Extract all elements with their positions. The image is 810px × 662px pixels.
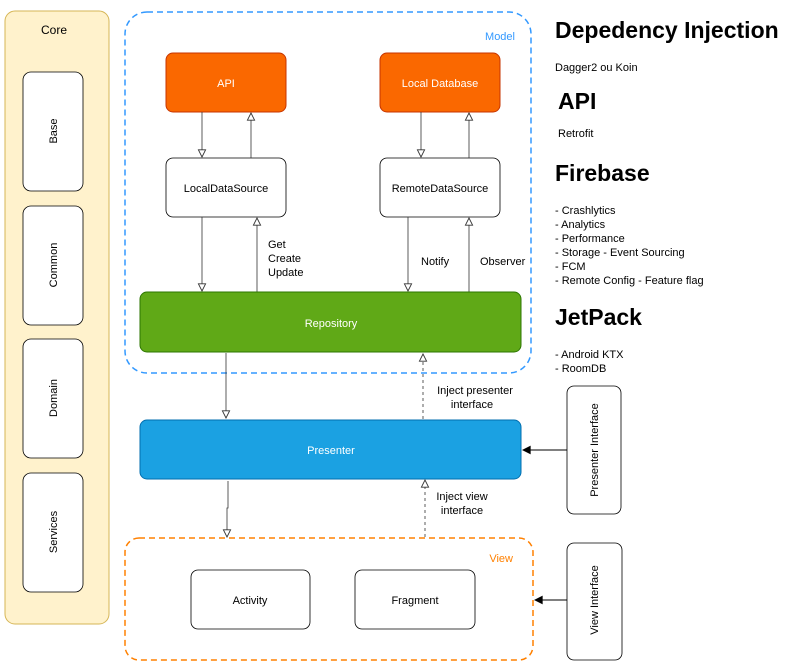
view-title: View [489, 553, 513, 565]
firebase-item: - Analytics [555, 219, 606, 231]
create-label: Create [268, 253, 301, 265]
firebase-item: - FCM [555, 261, 586, 273]
api-box-label: API [217, 78, 235, 90]
repository-label: Repository [305, 318, 358, 330]
core-item-common-label: Common [48, 243, 60, 288]
presenter-interface-box[interactable]: Presenter Interface [566, 385, 622, 515]
fragment-label: Fragment [391, 595, 438, 607]
presenter-box[interactable]: Presenter [139, 419, 522, 480]
jetpack-item: - Android KTX [555, 349, 624, 361]
core-item-common[interactable]: Common [22, 205, 84, 326]
remote-data-source-box[interactable]: RemoteDataSource [379, 157, 501, 218]
notes-panel: Depedency Injection Dagger2 ou Koin API … [555, 17, 779, 375]
firebase-title: Firebase [555, 160, 650, 186]
core-item-base-label: Base [48, 118, 60, 143]
get-label: Get [268, 239, 286, 251]
api-note-title: API [558, 88, 596, 114]
activity-label: Activity [233, 595, 268, 607]
inject-view-label-2: interface [441, 505, 483, 517]
view-container: View [124, 537, 534, 661]
core-item-domain-label: Domain [48, 379, 60, 417]
inject-presenter-label-1: Inject presenter [437, 385, 513, 397]
model-container: Model [124, 11, 532, 374]
fragment-box[interactable]: Fragment [354, 569, 476, 630]
jetpack-title: JetPack [555, 304, 642, 330]
firebase-item: - Crashlytics [555, 205, 616, 217]
inject-presenter-label-2: interface [451, 399, 493, 411]
remote-data-source-label: RemoteDataSource [392, 183, 489, 195]
presenter-interface-label: Presenter Interface [589, 403, 601, 497]
di-item: Dagger2 ou Koin [555, 62, 638, 74]
view-interface-box[interactable]: View Interface [566, 542, 623, 661]
core-panel: Core Base Common Domain Services [4, 10, 110, 625]
di-title: Depedency Injection [555, 17, 779, 43]
inject-view-label-1: Inject view [436, 491, 487, 503]
presenter-label: Presenter [307, 445, 355, 457]
view-interface-label: View Interface [589, 565, 601, 635]
local-database-label: Local Database [402, 78, 478, 90]
firebase-item: - Remote Config - Feature flag [555, 275, 704, 287]
api-note-item: Retrofit [558, 128, 593, 140]
activity-box[interactable]: Activity [190, 569, 311, 630]
update-label: Update [268, 267, 303, 279]
observer-label: Observer [480, 256, 526, 268]
core-item-services[interactable]: Services [22, 472, 84, 593]
repository-box[interactable]: Repository [139, 291, 522, 353]
notify-label: Notify [421, 256, 450, 268]
core-item-services-label: Services [48, 510, 60, 553]
presenter-to-view-arrow [227, 481, 228, 537]
firebase-item: - Storage - Event Sourcing [555, 247, 685, 259]
model-title: Model [485, 31, 515, 43]
jetpack-item: - RoomDB [555, 363, 606, 375]
firebase-item: - Performance [555, 233, 625, 245]
local-data-source-label: LocalDataSource [184, 183, 268, 195]
local-database-box[interactable]: Local Database [379, 52, 501, 113]
core-item-domain[interactable]: Domain [22, 338, 84, 459]
api-box[interactable]: API [165, 52, 287, 113]
local-data-source-box[interactable]: LocalDataSource [165, 157, 287, 218]
core-item-base[interactable]: Base [22, 71, 84, 192]
core-title: Core [41, 23, 67, 37]
